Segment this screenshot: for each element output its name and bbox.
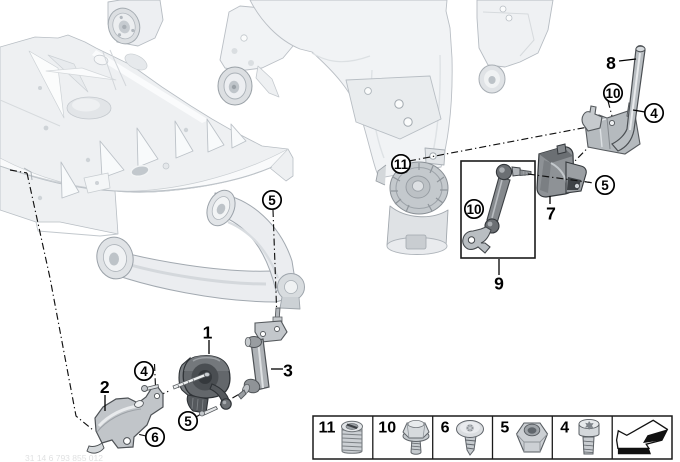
svg-text:11: 11 [319, 420, 336, 437]
svg-text:10: 10 [378, 420, 396, 437]
svg-text:10: 10 [605, 86, 620, 101]
svg-text:1: 1 [203, 323, 213, 343]
svg-text:31 14 6 793 855 012: 31 14 6 793 855 012 [25, 453, 103, 462]
svg-text:9: 9 [494, 274, 504, 294]
svg-text:4: 4 [560, 420, 569, 437]
svg-text:2: 2 [100, 377, 110, 397]
svg-text:11: 11 [394, 157, 409, 172]
svg-text:7: 7 [546, 204, 556, 224]
svg-text:6: 6 [441, 420, 450, 437]
svg-text:10: 10 [466, 202, 481, 217]
svg-text:5: 5 [601, 178, 609, 193]
svg-text:3: 3 [283, 361, 293, 381]
svg-text:5: 5 [184, 414, 192, 429]
svg-text:4: 4 [140, 364, 148, 379]
svg-text:5: 5 [268, 193, 276, 208]
svg-text:6: 6 [151, 430, 159, 445]
svg-text:8: 8 [606, 53, 616, 73]
svg-text:5: 5 [500, 420, 509, 437]
svg-text:4: 4 [650, 106, 658, 121]
